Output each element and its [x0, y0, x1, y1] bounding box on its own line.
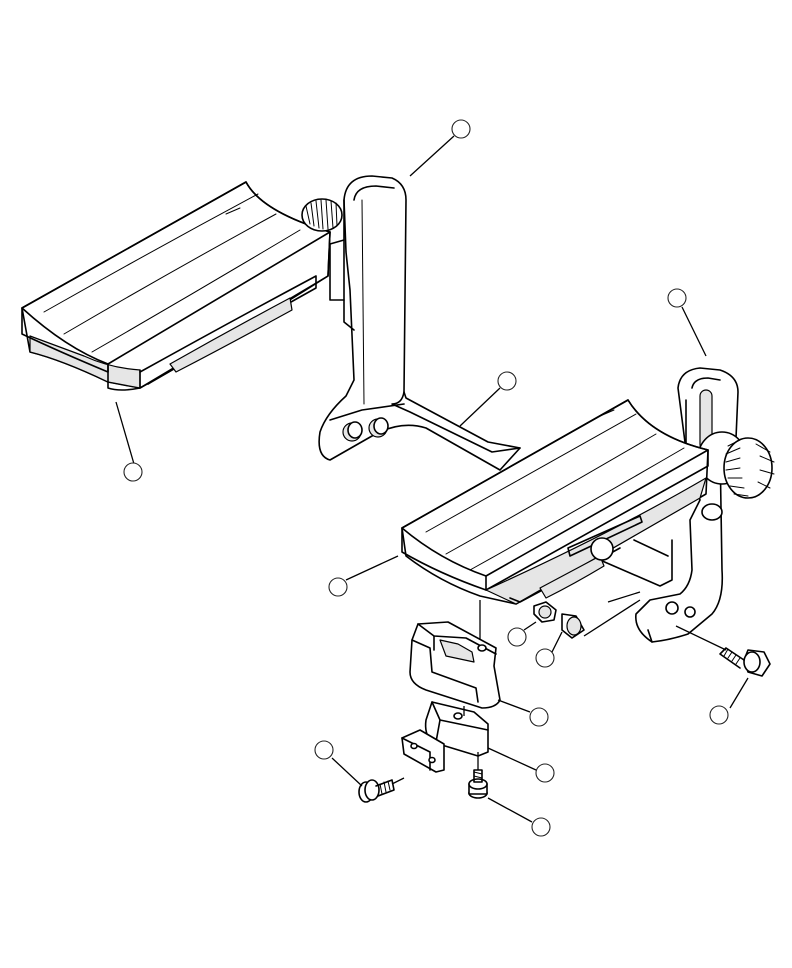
callout-circle	[123, 462, 143, 482]
nut-and-spacer	[533, 601, 585, 639]
right-knob	[697, 431, 775, 499]
callout-circle	[529, 707, 549, 727]
callout-circles	[123, 119, 729, 837]
callout-circle	[535, 648, 555, 668]
callout-circle	[709, 705, 729, 725]
hex-bolt	[719, 647, 771, 677]
right-footplate	[401, 399, 709, 605]
callout-circle	[507, 627, 527, 647]
callout-circle	[328, 577, 348, 597]
set-screw	[468, 769, 488, 799]
left-footplate	[21, 181, 331, 391]
thumb-screw	[358, 779, 395, 803]
small-clamp-piece	[401, 729, 445, 773]
callout-circle	[451, 119, 471, 139]
callout-circle	[531, 817, 551, 837]
explode-axes	[391, 591, 727, 785]
callout-circle	[497, 371, 517, 391]
callout-circle	[314, 740, 334, 760]
left-knob	[301, 198, 343, 232]
callout-circle	[535, 763, 555, 783]
callout-circle	[667, 288, 687, 308]
upper-clamp-block	[409, 621, 501, 709]
left-hanger-bracket	[318, 175, 521, 471]
callout-leaders	[115, 135, 749, 823]
